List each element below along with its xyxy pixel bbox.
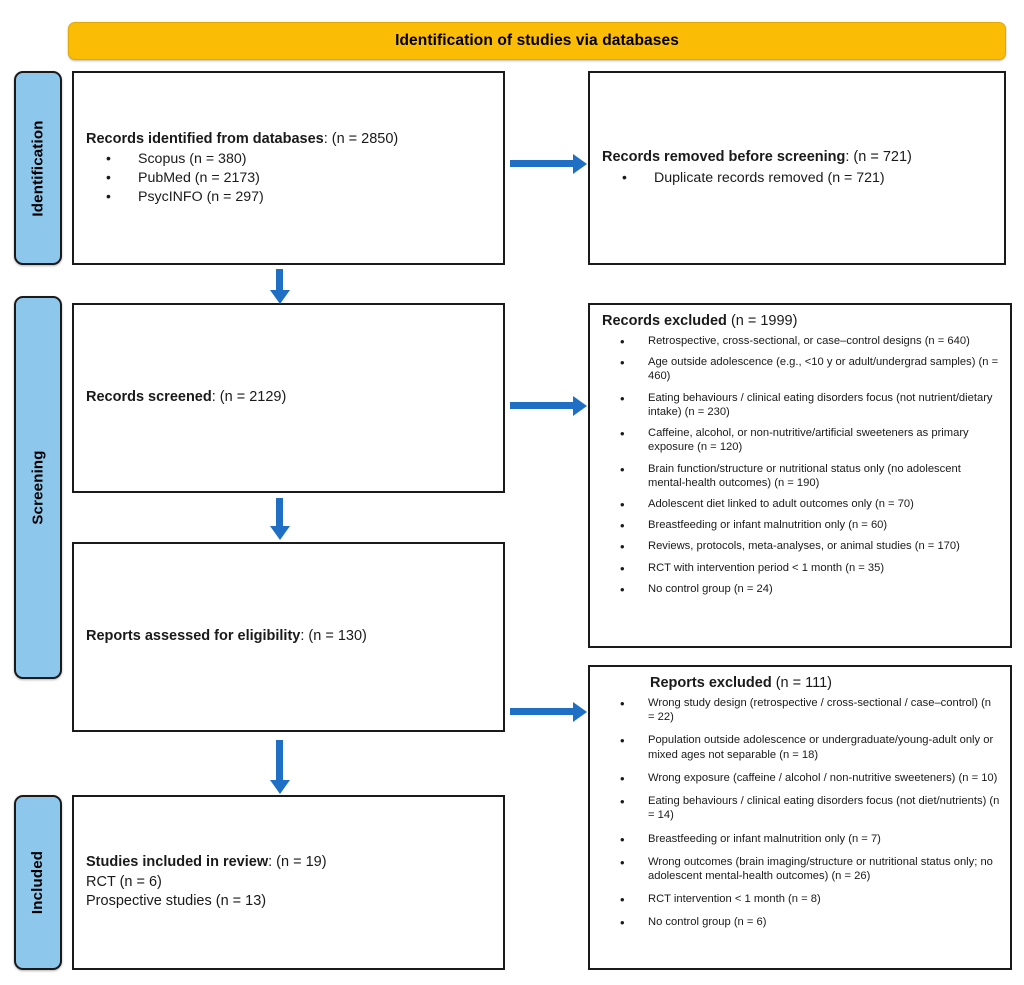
list-item: Caffeine, alcohol, or non-nutritive/arti… (602, 425, 1000, 454)
list-item: Wrong exposure (caffeine / alcohol / non… (602, 770, 1000, 787)
arrow-head-icon (573, 701, 587, 722)
box-reports-excluded-header: Reports excluded (n = 111) (602, 675, 1000, 691)
arrow-head-icon (573, 153, 587, 174)
box-records-screened-title: Records screened (86, 389, 212, 406)
box-reports-excluded-count: (n = 111) (771, 675, 832, 691)
list-item: PsycINFO (n = 297) (86, 187, 493, 207)
box-records-identified-list: Scopus (n = 380) PubMed (n = 2173) PsycI… (86, 149, 493, 207)
box-reports-excluded: Reports excluded (n = 111) Wrong study d… (588, 665, 1012, 970)
box-records-removed-count: : (n = 721) (845, 149, 912, 166)
box-studies-included: Studies included in review: (n = 19) RCT… (72, 795, 505, 970)
box-records-identified: Records identified from databases: (n = … (72, 71, 505, 265)
box-reports-excluded-list: Wrong study design (retrospective / cros… (602, 695, 1000, 939)
box-reports-assessed-title: Reports assessed for eligibility (86, 628, 301, 645)
box-records-screened-count: : (n = 2129) (211, 389, 287, 406)
stage-label-identification: Identification (14, 71, 62, 265)
box-records-removed: Records removed before screening: (n = 7… (588, 71, 1006, 265)
box-reports-assessed-header: Reports assessed for eligibility: (n = 1… (86, 627, 493, 646)
box-studies-included-header: Studies included in review: (n = 19) (86, 853, 493, 872)
list-item: PubMed (n = 2173) (86, 168, 493, 188)
list-item: Reviews, protocols, meta-analyses, or an… (602, 538, 1000, 555)
list-item: Scopus (n = 380) (86, 149, 493, 169)
box-reports-excluded-title: Reports excluded (650, 675, 772, 691)
list-item: Eating behaviours / clinical eating diso… (602, 793, 1000, 822)
arrow-head-icon (269, 780, 290, 794)
list-item: Breastfeeding or infant malnutrition onl… (602, 517, 1000, 534)
list-item: Duplicate records removed (n = 721) (602, 168, 994, 188)
list-item: Brain function/structure or nutritional … (602, 461, 1000, 490)
box-reports-assessed: Reports assessed for eligibility: (n = 1… (72, 542, 505, 732)
stage-label-included-text: Included (29, 850, 47, 915)
box-records-removed-list: Duplicate records removed (n = 721) (602, 168, 994, 188)
box-studies-included-count: : (n = 19) (268, 854, 327, 871)
list-item: Eating behaviours / clinical eating diso… (602, 390, 1000, 419)
box-reports-assessed-count: : (n = 130) (300, 628, 367, 645)
box-records-excluded-header: Records excluded (n = 1999) (602, 313, 1000, 329)
box-records-excluded: Records excluded (n = 1999) Retrospectiv… (588, 303, 1012, 648)
list-item: No control group (n = 24) (602, 581, 1000, 598)
arrow-shaft (276, 498, 283, 527)
list-item: Retrospective, cross-sectional, or case–… (602, 333, 1000, 350)
box-records-excluded-title: Records excluded (602, 313, 727, 329)
stage-label-screening-text: Screening (29, 450, 47, 525)
arrow-head-icon (269, 526, 290, 540)
box-records-screened: Records screened: (n = 2129) (72, 303, 505, 493)
header-banner: Identification of studies via databases (68, 22, 1006, 60)
list-item: No control group (n = 6) (602, 914, 1000, 931)
box-records-removed-header: Records removed before screening: (n = 7… (602, 148, 994, 167)
list-item: Population outside adolescence or underg… (602, 732, 1000, 761)
box-records-identified-title: Records identified from databases (86, 130, 324, 147)
banner-title: Identification of studies via databases (395, 32, 679, 49)
box-studies-included-title: Studies included in review (86, 854, 269, 871)
arrow-shaft (510, 402, 574, 409)
list-item: Adolescent diet linked to adult outcomes… (602, 496, 1000, 513)
box-records-removed-title: Records removed before screening (602, 149, 846, 166)
arrow-shaft (510, 708, 574, 715)
list-item: Wrong study design (retrospective / cros… (602, 695, 1000, 724)
arrow-shaft (510, 160, 574, 167)
arrow-shaft (276, 740, 283, 781)
box-records-excluded-list: Retrospective, cross-sectional, or case–… (602, 333, 1000, 603)
stage-label-screening: Screening (14, 296, 62, 679)
box-records-identified-count: : (n = 2850) (323, 130, 399, 147)
list-item: RCT intervention < 1 month (n = 8) (602, 891, 1000, 908)
list-item: Age outside adolescence (e.g., <10 y or … (602, 354, 1000, 383)
arrow-shaft (276, 269, 283, 291)
box-records-screened-header: Records screened: (n = 2129) (86, 388, 493, 407)
list-item: Breastfeeding or infant malnutrition onl… (602, 831, 1000, 848)
arrow-head-icon (269, 290, 290, 304)
list-item: Wrong outcomes (brain imaging/structure … (602, 854, 1000, 883)
list-item: RCT with intervention period < 1 month (… (602, 560, 1000, 577)
box-studies-included-line-prospective: Prospective studies (n = 13) (86, 893, 267, 910)
arrow-head-icon (573, 395, 587, 416)
stage-label-identification-text: Identification (29, 119, 47, 217)
box-studies-included-line-rct: RCT (n = 6) (86, 873, 162, 890)
stage-label-included: Included (14, 795, 62, 970)
box-records-excluded-count: (n = 1999) (726, 313, 798, 329)
box-records-identified-header: Records identified from databases: (n = … (86, 130, 493, 149)
